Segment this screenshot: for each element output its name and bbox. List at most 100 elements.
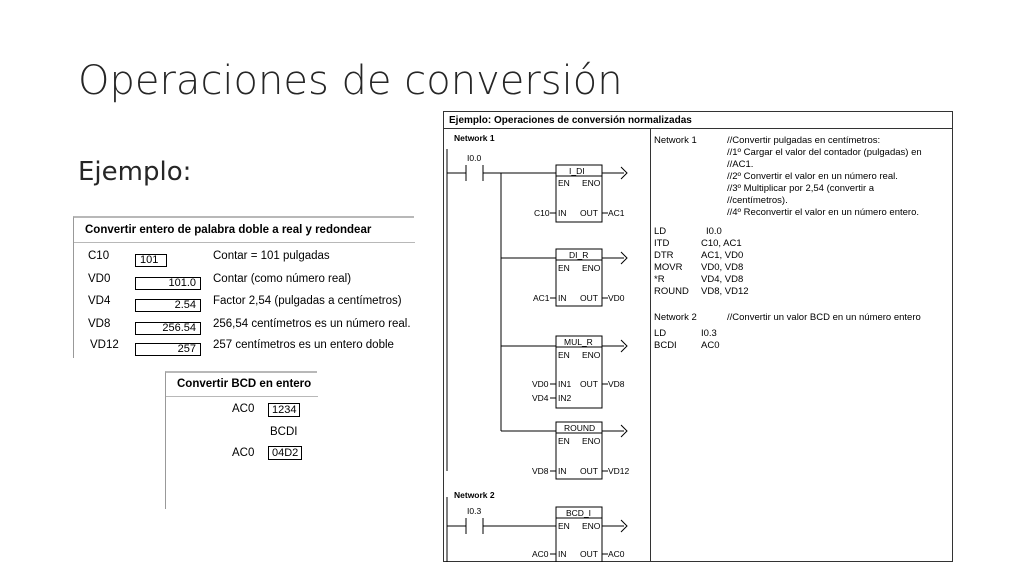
row-desc: Contar = 101 pulgadas: [213, 250, 330, 262]
stl-arg: AC1, VD0: [701, 250, 744, 261]
eno-pin: ENO: [582, 436, 601, 446]
row-label: VD4: [88, 295, 111, 307]
divider: [650, 128, 651, 562]
bcd-before-label: AC0: [232, 403, 255, 415]
ladder-diagram: Network 1 I0.0 I_DI EN ENO IN OUT C10 AC…: [444, 129, 650, 562]
row-desc: 256,54 centímetros es un número real.: [213, 318, 411, 330]
row-value: 2.54: [135, 299, 201, 312]
block-idi: [555, 164, 603, 223]
conversion-figure: Ejemplo: Operaciones de conversión norma…: [443, 111, 953, 562]
in1-pin: IN1: [558, 379, 572, 389]
in-pin: IN: [558, 549, 567, 559]
stl-op: MOVR: [654, 262, 683, 273]
stl-listing: Network 1 //Convertir pulgadas en centím…: [654, 129, 950, 562]
stl-comment: //Convertir un valor BCD en un número en…: [727, 312, 921, 323]
in-operand: AC0: [532, 549, 549, 559]
en-pin: EN: [558, 436, 570, 446]
row-desc: Factor 2,54 (pulgadas a centímetros): [213, 295, 402, 307]
out-operand: AC1: [608, 208, 625, 218]
stl-op: DTR: [654, 250, 674, 261]
in-operand: VD8: [532, 466, 549, 476]
block-name: ROUND: [564, 423, 596, 433]
en-pin: EN: [558, 350, 570, 360]
table-row: VD4 2.54 Factor 2,54 (pulgadas a centíme…: [74, 295, 415, 317]
stl-network1-head: Network 1: [654, 135, 697, 146]
out-operand: AC0: [608, 549, 625, 559]
in1-operand: VD0: [532, 379, 549, 389]
row-label: VD0: [88, 273, 111, 285]
block-name: DI_R: [569, 250, 589, 260]
stl-arg: C10, AC1: [701, 238, 742, 249]
en-pin: EN: [558, 521, 570, 531]
table-row: VD0 101.0 Contar (como número real): [74, 273, 415, 295]
bcd-after-value: 04D2: [268, 446, 303, 460]
stl-comment: //2º Convertir el valor en un número rea…: [727, 171, 898, 182]
slide-subtitle: Ejemplo:: [78, 157, 192, 187]
eno-pin: ENO: [582, 521, 601, 531]
stl-network2-head: Network 2: [654, 312, 697, 323]
row-value: 257: [135, 343, 201, 356]
in-operand: C10: [534, 208, 550, 218]
stl-op: ROUND: [654, 286, 689, 297]
in-pin: IN: [558, 466, 567, 476]
out-operand: VD8: [608, 379, 625, 389]
bcd-table-header: Convertir BCD en entero: [177, 378, 312, 390]
block-dir: [555, 248, 603, 307]
slide-title: Operaciones de conversión: [78, 58, 623, 104]
in-pin: IN: [558, 293, 567, 303]
block-bcdi: [555, 506, 603, 562]
eno-pin: ENO: [582, 178, 601, 188]
out-operand: VD12: [608, 466, 630, 476]
row-label: VD8: [88, 318, 111, 330]
stl-op: LD: [654, 226, 667, 237]
block-mulr: [555, 335, 603, 409]
table-row: VD8 256.54 256,54 centímetros es un núme…: [74, 318, 415, 340]
bcd-before-value: 1234: [268, 403, 301, 417]
row-value: 101: [135, 254, 167, 267]
stl-comment: //AC1.: [727, 159, 754, 170]
stl-comment: //centímetros).: [727, 195, 788, 206]
in-operand: AC1: [533, 293, 550, 303]
stl-comment: //Convertir pulgadas en centímetros:: [727, 135, 881, 146]
out-pin: OUT: [580, 466, 598, 476]
row-value: 256.54: [135, 322, 201, 335]
ladder-lines: [446, 149, 628, 562]
round-table-header: Convertir entero de palabra doble a real…: [85, 224, 372, 236]
stl-arg: VD0, VD8: [701, 262, 744, 273]
bcd-conversion-table: Convertir BCD en entero AC0 1234 BCDI AC…: [165, 371, 318, 509]
stl-arg: I0.0: [706, 226, 722, 237]
en-pin: EN: [558, 263, 570, 273]
in2-operand: VD4: [532, 393, 549, 403]
stl-op: *R: [654, 274, 665, 285]
block-name: I_DI: [569, 166, 585, 176]
in2-pin: IN2: [558, 393, 572, 403]
out-pin: OUT: [580, 379, 598, 389]
stl-comment: //3º Multiplicar por 2,54 (convertir a: [727, 183, 875, 194]
eno-pin: ENO: [582, 263, 601, 273]
out-operand: VD0: [608, 293, 625, 303]
round-conversion-table: Convertir entero de palabra doble a real…: [73, 216, 415, 358]
stl-arg: AC0: [701, 340, 720, 351]
stl-op: BCDI: [654, 340, 677, 351]
out-pin: OUT: [580, 208, 598, 218]
row-value: 101.0: [135, 277, 201, 290]
stl-op: ITD: [654, 238, 670, 249]
row-label: VD12: [90, 339, 119, 351]
stl-comment: //4º Reconvertir el valor en un número e…: [727, 207, 919, 218]
divider: [74, 242, 415, 243]
figure-title: Ejemplo: Operaciones de conversión norma…: [449, 115, 692, 126]
stl-op: LD: [654, 328, 667, 339]
divider: [444, 128, 952, 129]
contact-label: I0.0: [467, 153, 482, 163]
eno-pin: ENO: [582, 350, 601, 360]
out-pin: OUT: [580, 549, 598, 559]
en-pin: EN: [558, 178, 570, 188]
stl-arg: VD4, VD8: [701, 274, 744, 285]
contact-label: I0.3: [467, 506, 482, 516]
network2-label: Network 2: [454, 490, 495, 500]
network1-label: Network 1: [454, 133, 495, 143]
block-name: BCD_I: [566, 508, 592, 518]
stl-comment: //1º Cargar el valor del contador (pulga…: [727, 147, 922, 158]
block-name: MUL_R: [564, 337, 593, 347]
table-row: C10 101 Contar = 101 pulgadas: [74, 250, 415, 272]
